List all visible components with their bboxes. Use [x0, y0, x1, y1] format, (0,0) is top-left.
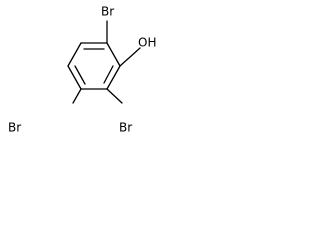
- bond-to-bromine-right: [106, 88, 123, 104]
- ring-bond-c1-c2: [106, 42, 121, 67]
- ring-double-bond-inner-right: [103, 65, 114, 84]
- bond-to-bromine-left: [72, 88, 82, 104]
- ring-bond-c6-c1: [106, 65, 121, 90]
- bond-to-hydroxyl: [119, 47, 141, 67]
- benzene-ring: [67, 42, 121, 90]
- bromine-label-right: Br: [119, 121, 132, 135]
- ring-bond-c3-c4: [67, 42, 82, 67]
- ring-bond-c4-c5: [67, 65, 82, 90]
- chemical-structure-diagram: Br OH Br Br: [8, 5, 156, 135]
- bromine-label-left: Br: [8, 121, 21, 135]
- ring-double-bond-inner-left: [74, 65, 86, 85]
- bromine-label-top: Br: [101, 5, 114, 19]
- hydroxyl-label: OH: [138, 36, 156, 50]
